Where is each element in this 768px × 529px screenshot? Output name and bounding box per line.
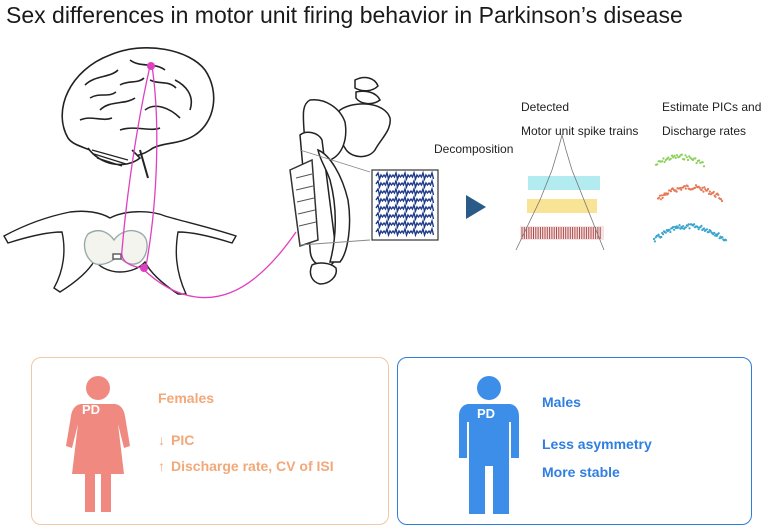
page-title: Sex differences in motor unit firing beh… [6,2,683,28]
spike-band-red-bg [520,226,604,240]
female-item-pic: ↓PIC [158,432,195,448]
down-arrow-icon: ↓ [158,432,165,448]
diagram-illustration [3,47,728,299]
female-item-discharge: ↑Discharge rate, CV of ISI [158,458,334,474]
male-figure-icon [459,376,519,514]
neural-pathway [121,65,297,299]
brain-icon [61,47,215,179]
male-item-asymmetry: Less asymmetry [542,436,652,452]
spike-trains-label: Motor unit spike trains [521,124,639,138]
lower-motor-neuron-dot [140,264,148,272]
spike-band-yellow [527,199,597,213]
male-panel: PD Males Less asymmetry More stable [397,357,752,525]
female-figure-icon [66,376,130,512]
decomposition-arrow-icon [466,195,486,219]
upper-motor-neuron-dot [147,62,155,70]
estimate-label: Estimate PICs and [662,100,762,114]
emg-signal-box [371,169,439,241]
leg-skeleton-icon [289,76,391,285]
male-pd-badge: PD [477,406,496,421]
male-item-stable: More stable [542,464,620,480]
male-heading: Males [542,394,581,410]
spike-band-cyan [528,176,600,190]
decomposition-label: Decomposition [434,142,514,156]
female-pd-badge: PD [82,402,101,417]
discharge-rates-label: Discharge rates [662,124,747,138]
female-panel: PD Females ↓PIC ↑Discharge rate, CV of I… [31,357,389,525]
up-arrow-icon: ↑ [158,458,165,474]
spinal-cord-section-icon [3,210,238,295]
spike-train-plot [515,133,605,251]
discharge-rate-plots [652,153,728,243]
female-heading: Females [158,390,215,406]
detected-label: Detected [521,100,570,114]
